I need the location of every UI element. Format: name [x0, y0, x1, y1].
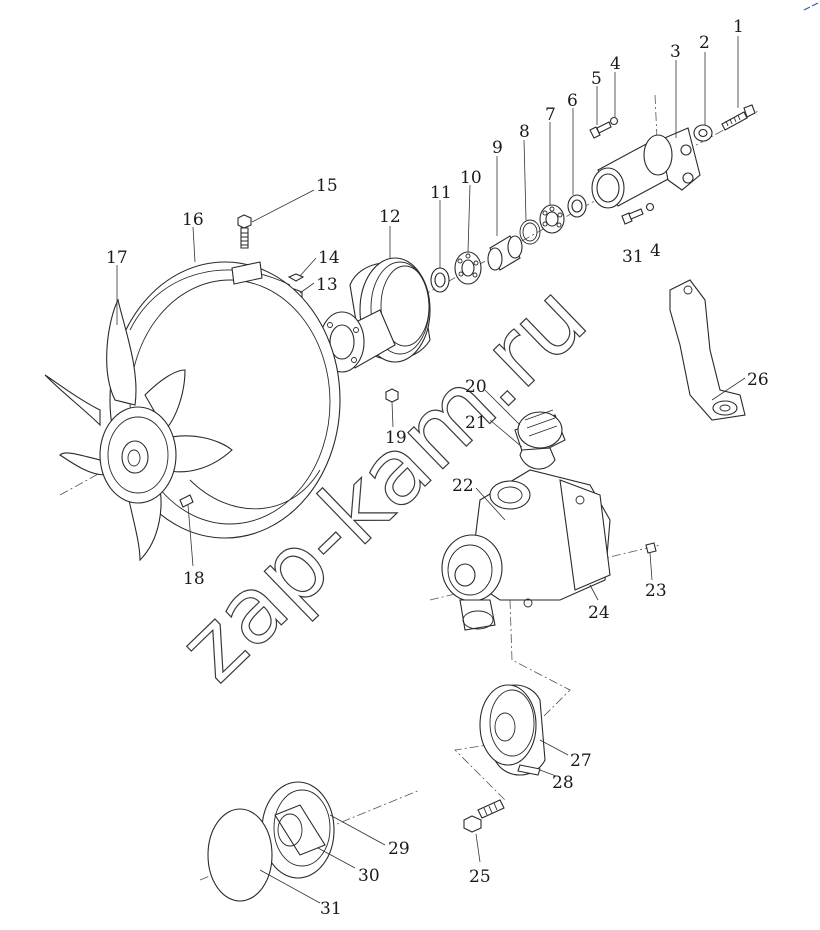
part-snap-ring-8 [519, 219, 541, 245]
bracket-axis [639, 94, 659, 181]
part-bolt-5 [589, 121, 612, 139]
callout-12: 12 [379, 207, 401, 227]
callout-9: 9 [492, 138, 503, 158]
callout-15: 15 [316, 176, 338, 196]
part-bolt-25 [463, 799, 505, 833]
part-sleeve-3 [591, 127, 701, 209]
part-cap-29-30 [261, 781, 335, 879]
part-washer-4-top [609, 116, 619, 126]
part-bolt-1 [721, 104, 756, 131]
part-washer-14 [287, 273, 305, 282]
callout-11: 11 [430, 183, 452, 203]
part-bolt-31 [621, 208, 644, 225]
callout-23: 23 [645, 581, 667, 601]
callout-18: 18 [183, 569, 205, 589]
part-bolt-18 [179, 494, 194, 508]
callout-25: 25 [469, 867, 491, 887]
part-gasket-31 [207, 808, 273, 902]
part-nut-19 [385, 388, 399, 403]
callout-7: 7 [545, 105, 556, 125]
callout-14: 14 [318, 248, 340, 268]
callout-28: 28 [552, 773, 574, 793]
callout-labels: 1 2 3 4 5 6 7 8 9 10 11 12 13 14 15 16 1… [106, 17, 769, 919]
part-washer-4-bottom [645, 202, 655, 212]
callout-22: 22 [452, 476, 474, 496]
callout-8: 8 [519, 122, 530, 142]
part-bearing-7 [539, 204, 565, 234]
part-washer-2 [693, 124, 713, 142]
part-spacer-9 [487, 235, 523, 271]
callout-3: 3 [670, 42, 681, 62]
callout-10: 10 [460, 168, 482, 188]
callout-6: 6 [567, 91, 578, 111]
corner-mark [803, 2, 819, 11]
part-bolt-15 [237, 214, 252, 249]
callout-26: 26 [747, 370, 769, 390]
part-pulley-27 [479, 684, 546, 776]
callout-16: 16 [182, 210, 204, 230]
callout-30: 30 [358, 866, 380, 886]
part-bracket-26 [669, 279, 746, 421]
leader-lines [116, 36, 746, 904]
part-thermostat-20-21 [514, 409, 566, 470]
callout-31-top: 31 [622, 247, 644, 267]
part-key-28 [517, 764, 541, 776]
lower-axis-1 [454, 599, 571, 801]
callout-4-lower: 4 [650, 241, 661, 261]
part-fan-17 [44, 298, 233, 562]
callout-13: 13 [316, 275, 338, 295]
part-pin-23 [645, 542, 657, 554]
callout-24: 24 [588, 603, 610, 623]
callout-2: 2 [699, 33, 710, 53]
callout-4: 4 [610, 54, 621, 74]
part-seal-11 [430, 267, 450, 293]
callout-20: 20 [465, 377, 487, 397]
callout-29: 29 [388, 839, 410, 859]
part-bearing-10 [454, 251, 482, 285]
callout-1: 1 [733, 17, 744, 37]
callout-17: 17 [106, 248, 128, 268]
callout-27: 27 [570, 751, 592, 771]
callout-31-bottom: 31 [320, 899, 342, 919]
part-seal-6 [567, 194, 587, 218]
callout-21: 21 [465, 413, 487, 433]
callout-19: 19 [385, 428, 407, 448]
part-water-pump-24 [441, 469, 611, 631]
callout-5: 5 [591, 69, 602, 89]
